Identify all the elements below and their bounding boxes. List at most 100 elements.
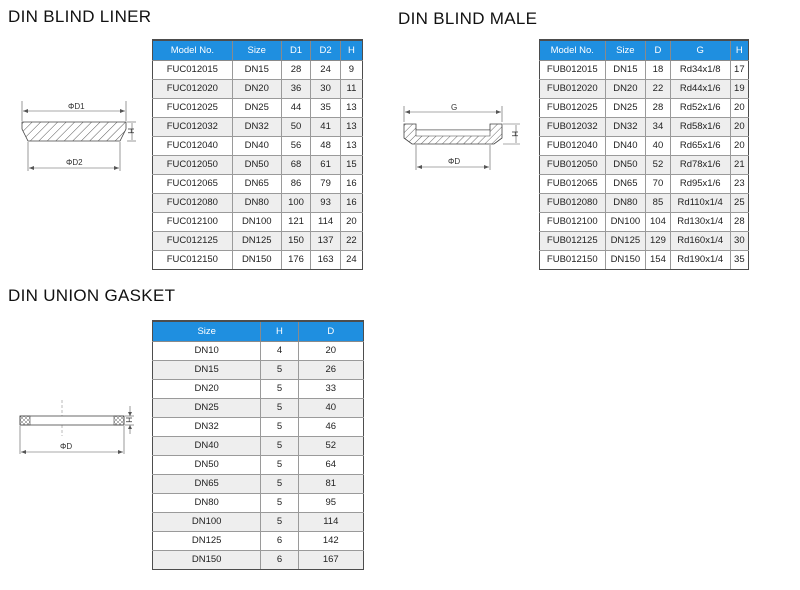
gasket-cell: 142 <box>297 530 365 551</box>
male-column-header: Size <box>604 39 647 61</box>
male-cell: 154 <box>645 249 671 270</box>
liner-cell: 79 <box>310 173 341 194</box>
liner-cell: FUC012080 <box>152 192 233 213</box>
liner-cell: 16 <box>339 192 364 213</box>
gasket-cell: DN80 <box>151 492 262 513</box>
liner-cell: 22 <box>339 230 364 251</box>
liner-cell: 9 <box>339 59 364 80</box>
male-cell: DN100 <box>604 211 647 232</box>
gasket-cell: 4 <box>260 340 299 361</box>
gasket-cell: DN125 <box>151 530 262 551</box>
male-cell: 20 <box>729 116 750 137</box>
gasket-cell: 5 <box>260 492 299 513</box>
male-cell: Rd95x1/6 <box>669 173 731 194</box>
male-cell: DN15 <box>604 59 647 80</box>
gasket-cell: DN20 <box>151 378 262 399</box>
liner-cell: 15 <box>339 154 364 175</box>
liner-cell: 163 <box>310 249 341 270</box>
gasket-cell: 167 <box>297 549 365 570</box>
gasket-cell: 95 <box>297 492 365 513</box>
male-cell: DN20 <box>604 78 647 99</box>
male-cell: 22 <box>645 78 671 99</box>
male-cell: 52 <box>645 154 671 175</box>
liner-cell: DN150 <box>231 249 282 270</box>
male-cell: 40 <box>645 135 671 156</box>
male-cell: 28 <box>645 97 671 118</box>
gasket-cell: 33 <box>297 378 365 399</box>
liner-cell: DN65 <box>231 173 282 194</box>
male-cell: DN80 <box>604 192 647 213</box>
liner-cell: 28 <box>280 59 312 80</box>
male-cell: FUB012150 <box>539 249 606 270</box>
male-cell: DN25 <box>604 97 647 118</box>
male-cell: 19 <box>729 78 750 99</box>
gasket-column-header: Size <box>151 320 262 342</box>
liner-cell: DN80 <box>231 192 282 213</box>
male-cell: DN32 <box>604 116 647 137</box>
gasket-cell: 5 <box>260 359 299 380</box>
gasket-cell: 5 <box>260 416 299 437</box>
male-cell: Rd58x1/6 <box>669 116 731 137</box>
gasket-cell: 6 <box>260 530 299 551</box>
male-cell: 18 <box>645 59 671 80</box>
liner-cell: DN125 <box>231 230 282 251</box>
male-cell: Rd190x1/4 <box>669 249 731 270</box>
gasket-diagram: H ΦD <box>8 396 138 461</box>
gasket-cell: 26 <box>297 359 365 380</box>
male-cell: Rd110x1/4 <box>669 192 731 213</box>
gasket-title: DIN UNION GASKET <box>8 286 176 305</box>
male-column-header: H <box>729 39 750 61</box>
male-cell: FUB012050 <box>539 154 606 175</box>
liner-cell: FUC012040 <box>152 135 233 156</box>
gasket-cell: DN65 <box>151 473 262 494</box>
male-cell: 23 <box>729 173 750 194</box>
male-cell: 70 <box>645 173 671 194</box>
liner-column-header: Model No. <box>152 39 233 61</box>
liner-h-label: H <box>126 128 135 134</box>
gasket-cell: 64 <box>297 454 365 475</box>
male-cell: DN65 <box>604 173 647 194</box>
liner-cell: 24 <box>339 249 364 270</box>
gasket-cell: 40 <box>297 397 365 418</box>
male-cell: Rd65x1/6 <box>669 135 731 156</box>
gasket-column-header: D <box>297 320 365 342</box>
male-cell: 25 <box>729 192 750 213</box>
gasket-d-label: ΦD <box>60 442 72 451</box>
gasket-cell: 5 <box>260 511 299 532</box>
liner-cell: 16 <box>339 173 364 194</box>
liner-cell: FUC012015 <box>152 59 233 80</box>
male-cell: 20 <box>729 97 750 118</box>
male-g-label: G <box>451 103 457 112</box>
liner-d1-label: ΦD1 <box>68 102 85 111</box>
gasket-cell: DN50 <box>151 454 262 475</box>
gasket-drawing: H ΦD <box>19 400 134 454</box>
male-h-label: H <box>510 131 519 137</box>
gasket-cell: 5 <box>260 454 299 475</box>
liner-cell: 93 <box>310 192 341 213</box>
gasket-cell: 5 <box>260 378 299 399</box>
male-drawing: G H ΦD <box>403 103 520 170</box>
male-cell: 104 <box>645 211 671 232</box>
male-cell: FUB012065 <box>539 173 606 194</box>
